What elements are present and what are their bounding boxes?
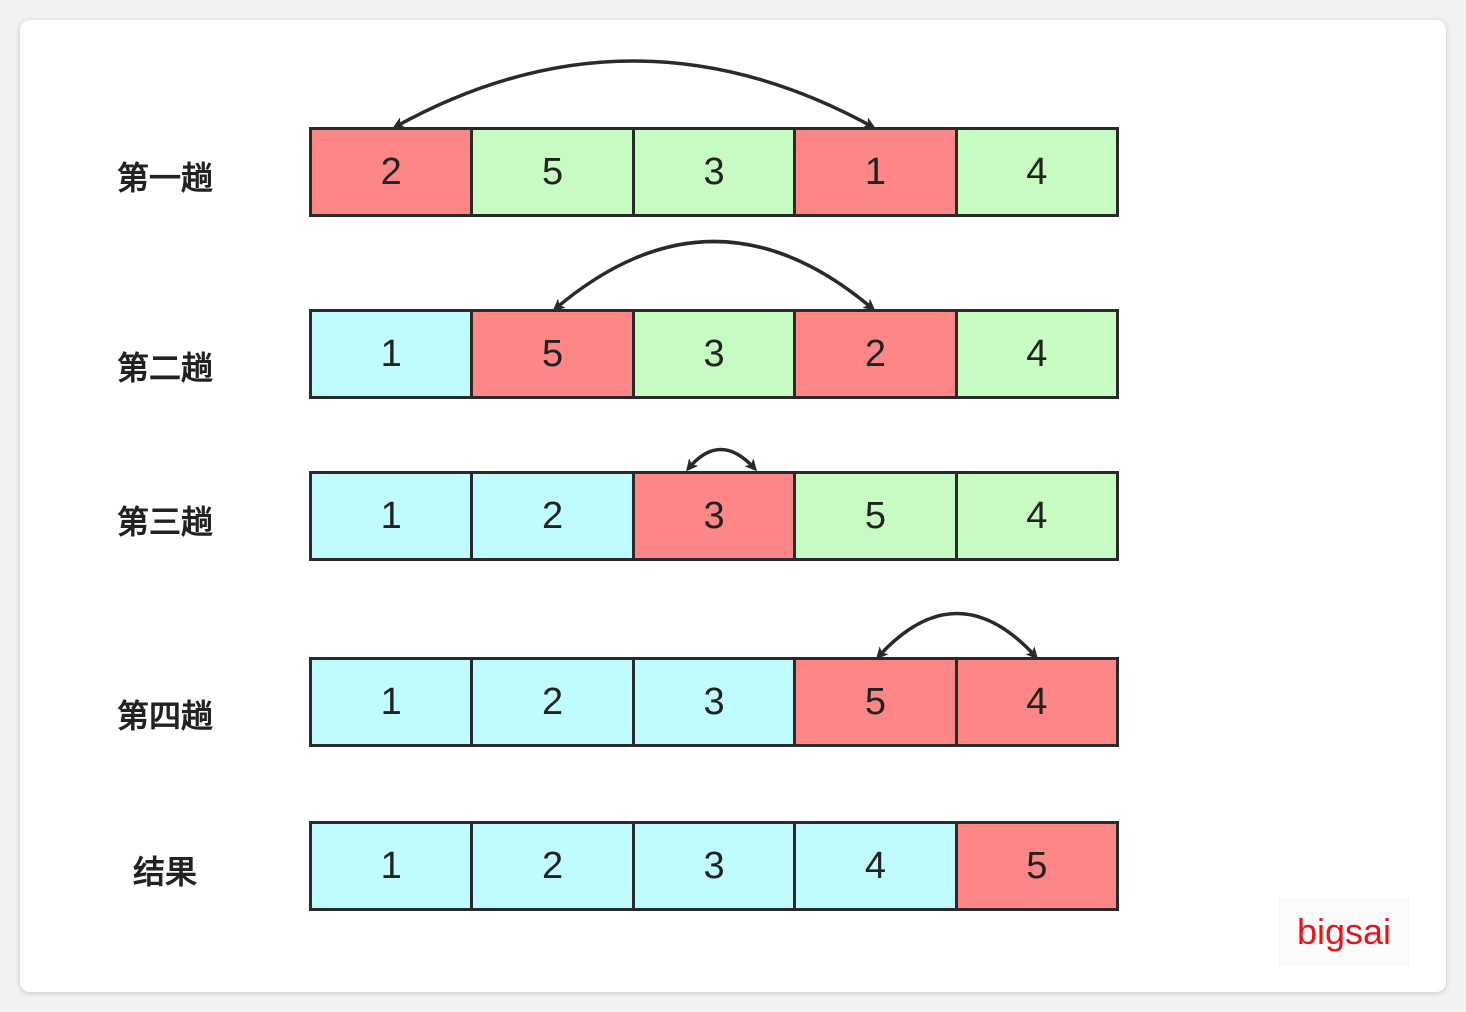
array-cell: 4: [793, 821, 958, 911]
array-row-pass-3: 1 2 3 5 4: [309, 471, 1120, 561]
array-cell: 3: [631, 821, 797, 911]
array-cell: 4: [954, 127, 1120, 217]
array-row-pass-2: 1 5 3 2 4: [309, 309, 1120, 399]
array-cell: 1: [309, 309, 474, 399]
array-cell: 1: [309, 471, 474, 561]
array-cell: 3: [631, 309, 797, 399]
array-cell: 4: [954, 309, 1120, 399]
array-row-pass-4: 1 2 3 5 4: [309, 657, 1120, 747]
array-cell: 3: [631, 127, 797, 217]
watermark-text: bigsai: [1278, 898, 1410, 966]
array-cell: 5: [470, 309, 635, 399]
row-label-pass-1: 第一趟: [116, 159, 213, 197]
array-cell: 5: [793, 471, 958, 561]
array-cell: 5: [470, 127, 635, 217]
row-label-pass-2: 第二趟: [116, 349, 213, 387]
array-row-pass-1: 2 5 3 1 4: [309, 127, 1120, 217]
array-cell: 4: [954, 471, 1120, 561]
array-cell: 2: [793, 309, 958, 399]
array-cell: 2: [470, 657, 635, 747]
array-cell: 2: [470, 821, 635, 911]
array-cell: 3: [631, 471, 797, 561]
row-label-result: 结果: [132, 853, 197, 891]
array-cell: 3: [631, 657, 797, 747]
array-cell: 1: [309, 657, 474, 747]
array-cell: 1: [793, 127, 958, 217]
row-label-pass-4: 第四趟: [116, 697, 213, 735]
array-cell: 5: [954, 821, 1120, 911]
array-cell: 1: [309, 821, 474, 911]
array-cell: 5: [793, 657, 958, 747]
array-cell: 2: [470, 471, 635, 561]
array-cell: 4: [954, 657, 1120, 747]
array-cell: 2: [309, 127, 474, 217]
row-label-pass-3: 第三趟: [116, 503, 213, 541]
array-row-result: 1 2 3 4 5: [309, 821, 1120, 911]
